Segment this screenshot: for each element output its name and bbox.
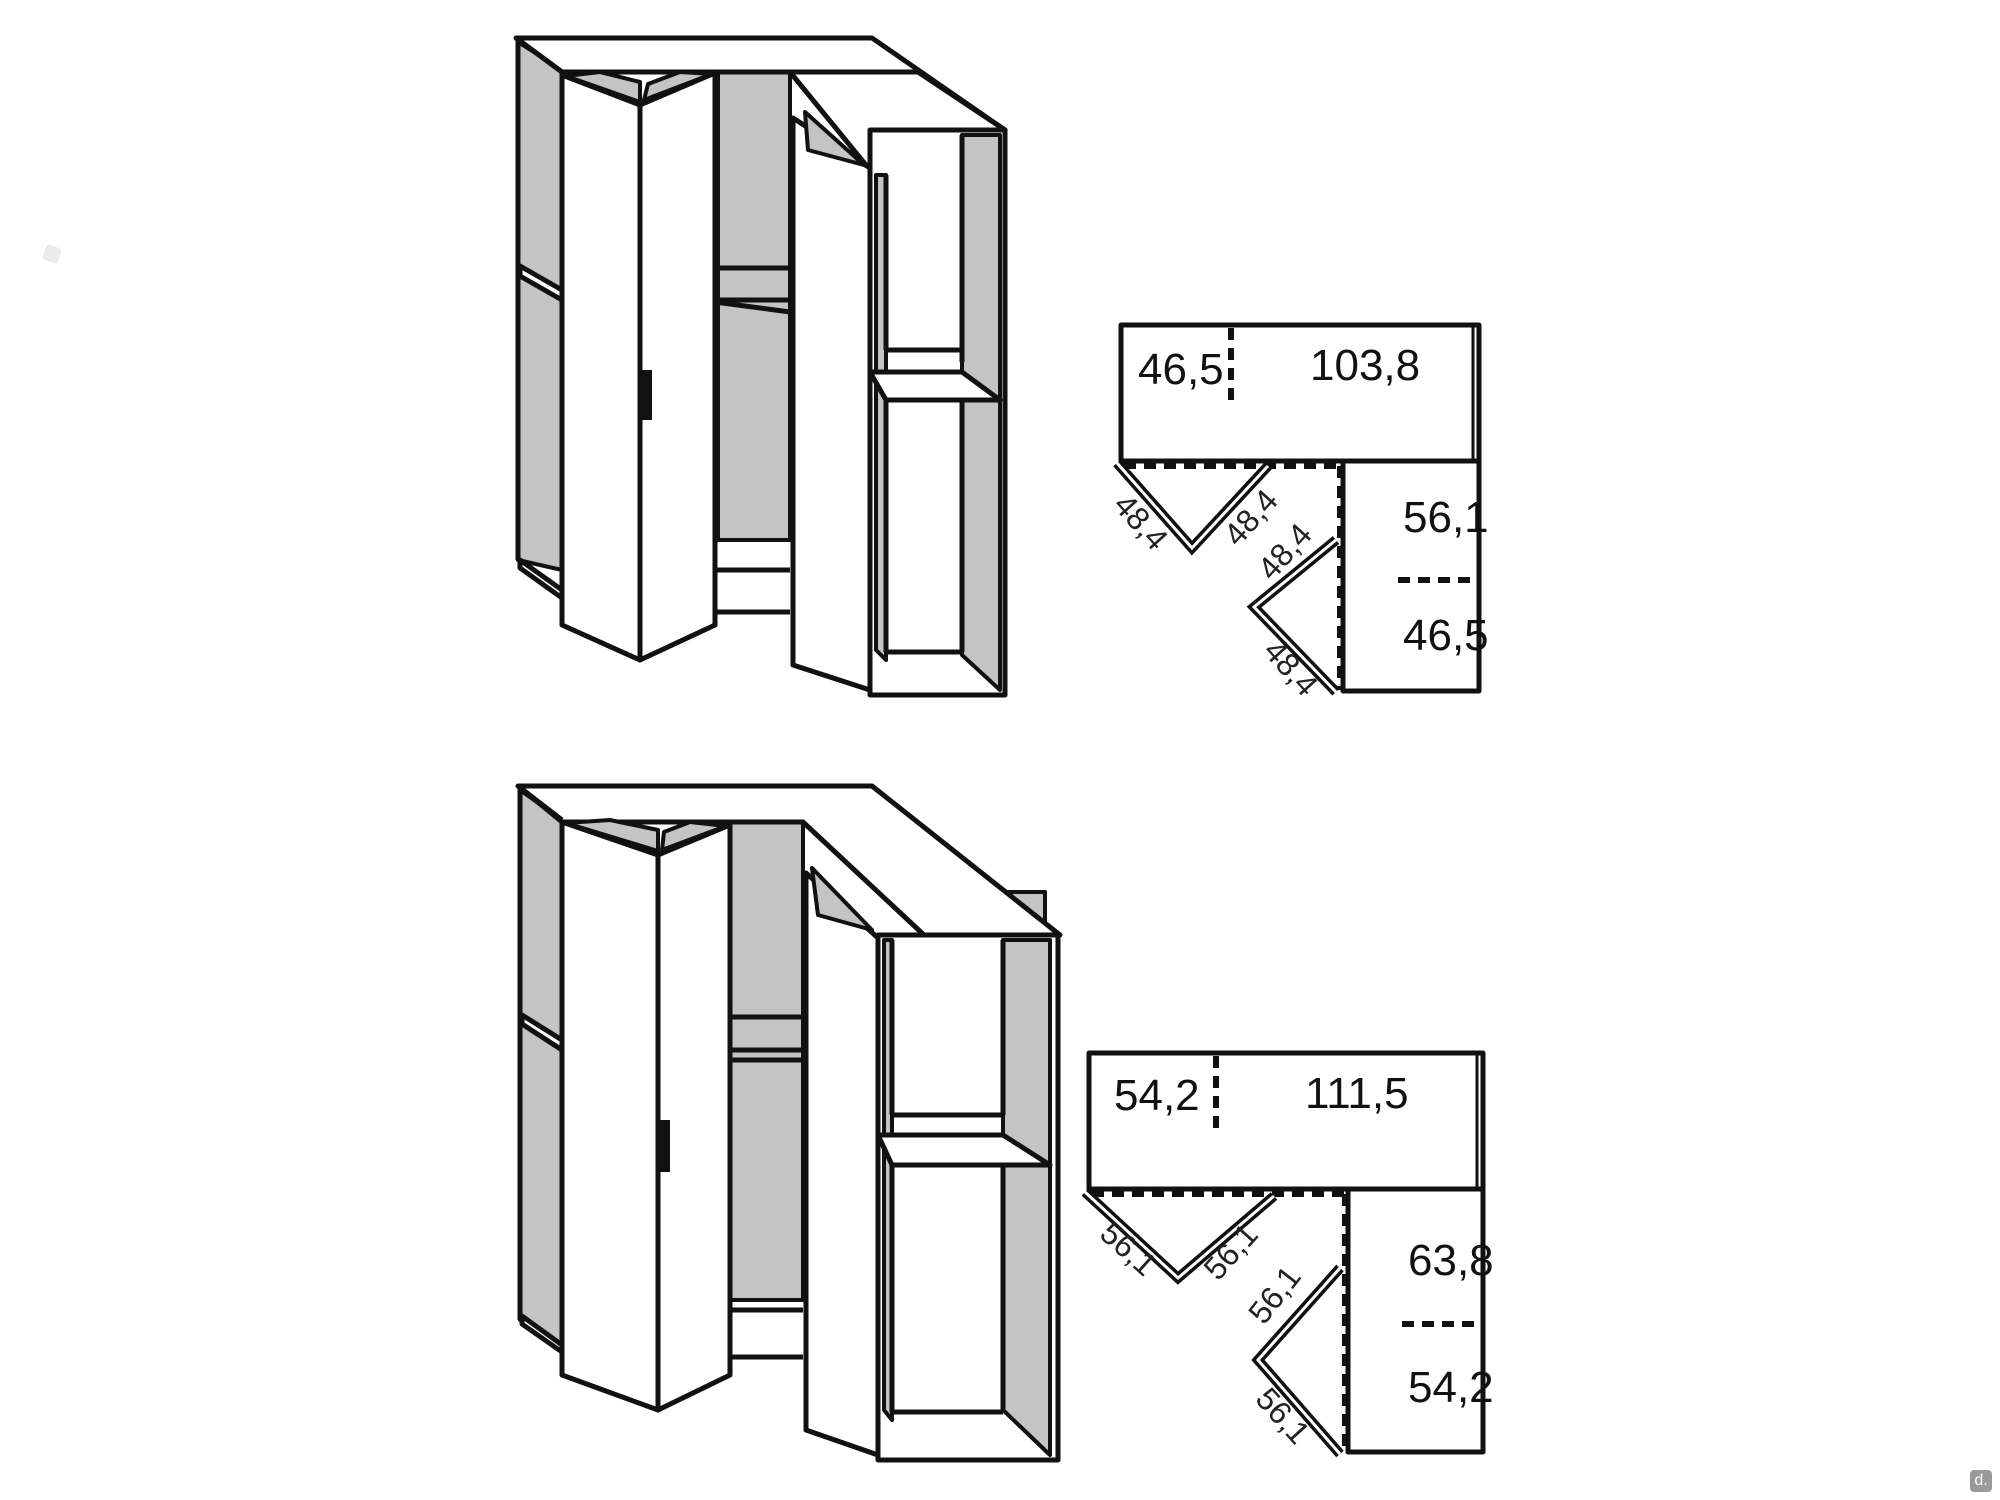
left-door-b xyxy=(637,70,718,663)
label-door-4-b: 56,1 xyxy=(1249,1381,1317,1451)
right-shelf xyxy=(867,369,1003,403)
right-door xyxy=(790,115,873,693)
door-handle-bottom xyxy=(658,1120,670,1172)
label-door-1-b: 56,1 xyxy=(1093,1214,1163,1282)
label-right-upper: 56,1 xyxy=(1403,493,1489,542)
watermark-logo: d. xyxy=(1970,1470,1992,1492)
label-door-4: 48,4 xyxy=(1257,633,1325,703)
left-door-a-bottom xyxy=(559,819,661,1413)
label-door-1: 48,4 xyxy=(1107,487,1175,557)
door-handle xyxy=(640,370,652,420)
left-door-b-bottom xyxy=(655,822,733,1413)
label-left-depth: 46,5 xyxy=(1138,345,1224,394)
label-door-2-b: 56,1 xyxy=(1196,1216,1264,1286)
label-top-width-b: 111,5 xyxy=(1305,1069,1409,1118)
left-door-a xyxy=(559,72,643,663)
wardrobe-top-isometric xyxy=(513,35,1008,698)
plan-bottom: 54,2 111,5 63,8 54,2 56,1 56,1 56,1 56,1 xyxy=(1081,1050,1494,1458)
label-right-lower-b: 54,2 xyxy=(1408,1363,1494,1412)
label-top-width: 103,8 xyxy=(1310,341,1420,390)
right-shelf-bottom xyxy=(875,1132,1053,1168)
plan-top: 46,5 103,8 56,1 46,5 48,4 48,4 48,4 48,4 xyxy=(1107,322,1489,703)
wardrobe-bottom-isometric xyxy=(515,783,1063,1463)
label-left-depth-b: 54,2 xyxy=(1114,1071,1200,1120)
label-right-upper-b: 63,8 xyxy=(1408,1236,1494,1285)
label-right-lower: 46,5 xyxy=(1403,611,1489,660)
right-door-bottom xyxy=(803,870,881,1458)
